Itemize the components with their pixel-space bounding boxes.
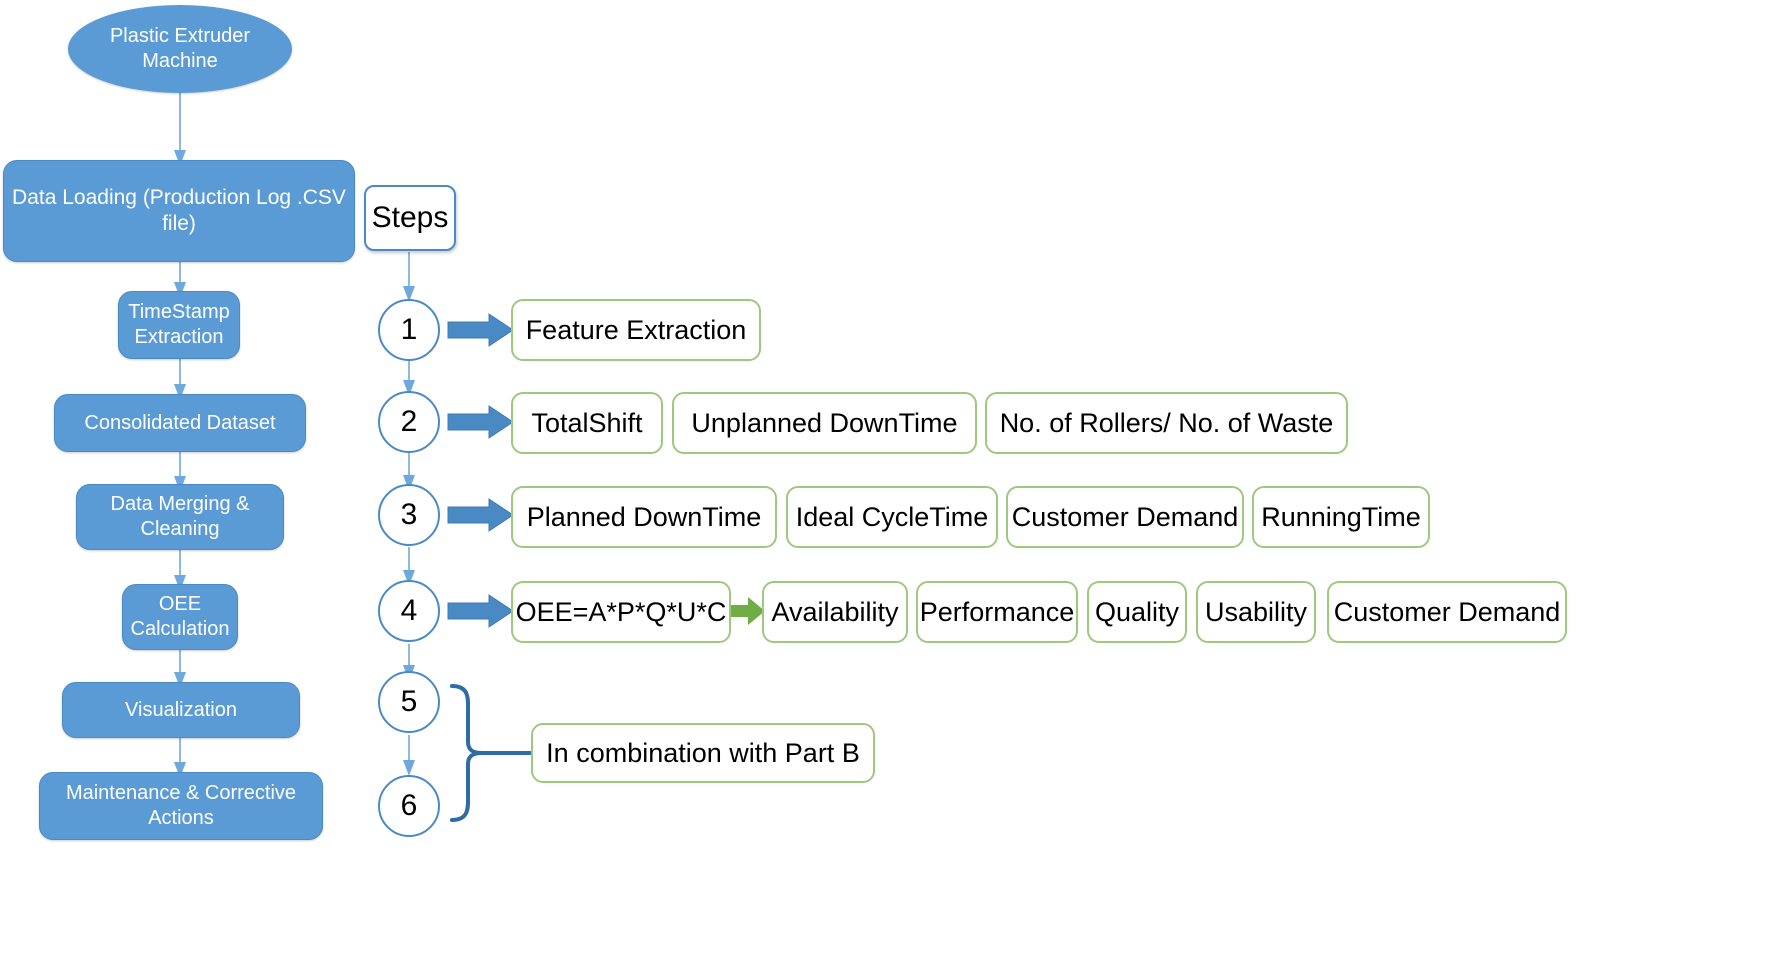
item-usability[interactable]: Usability	[1196, 581, 1316, 643]
item-label: RunningTime	[1261, 501, 1421, 532]
node-label-line1: TimeStamp	[128, 301, 230, 323]
item-ideal-cycletime[interactable]: Ideal CycleTime	[786, 486, 998, 548]
node-visualization[interactable]: Visualization	[62, 682, 300, 738]
item-feature-extraction[interactable]: Feature Extraction	[511, 299, 761, 361]
item-customer-demand-step4[interactable]: Customer Demand	[1327, 581, 1567, 643]
node-label-line1: Data Merging &	[110, 493, 250, 515]
item-unplanned-downtime[interactable]: Unplanned DownTime	[672, 392, 977, 454]
node-label-line1: Plastic Extruder	[109, 25, 251, 47]
node-maintenance-corrective-actions[interactable]: Maintenance & Corrective Actions	[39, 772, 323, 840]
step-number: 3	[400, 498, 418, 531]
brace-connector	[450, 684, 532, 822]
item-label: Planned DownTime	[526, 501, 762, 532]
steps-card-label: Steps	[371, 201, 449, 234]
node-label-stack: Maintenance & Corrective Actions	[66, 781, 296, 831]
item-label: Performance	[919, 596, 1075, 627]
node-consolidated-dataset[interactable]: Consolidated Dataset	[54, 394, 306, 452]
node-label: Data Loading (Production Log .CSV file)	[12, 185, 346, 235]
item-label: Availability	[771, 596, 899, 627]
node-label-line2: Calculation	[130, 618, 230, 640]
item-label: OEE=A*P*Q*U*C	[515, 596, 727, 627]
node-label-line2: Extraction	[134, 326, 224, 348]
oee-green-arrow	[731, 597, 765, 625]
node-label-stack: Data Merging & Cleaning	[111, 492, 250, 542]
node-data-merging-cleaning[interactable]: Data Merging & Cleaning	[76, 484, 284, 550]
item-label: Quality	[1094, 596, 1180, 627]
step-circle-6[interactable]: 6	[378, 775, 440, 837]
item-availability[interactable]: Availability	[762, 581, 908, 643]
node-label-line2: Cleaning	[140, 518, 220, 540]
step-circle-5[interactable]: 5	[378, 671, 440, 733]
item-customer-demand[interactable]: Customer Demand	[1006, 486, 1244, 548]
item-in-combination-part-b[interactable]: In combination with Part B	[531, 723, 875, 783]
node-label-stack: Plastic Extruder Machine	[110, 24, 250, 74]
item-label: Feature Extraction	[525, 314, 747, 345]
item-label: In combination with Part B	[546, 737, 860, 768]
node-label-stack: TimeStamp Extraction	[128, 300, 230, 350]
step-number: 2	[400, 405, 418, 438]
step-block-arrows	[447, 313, 514, 628]
item-label: No. of Rollers/ No. of Waste	[999, 407, 1334, 438]
node-label-line2: Machine	[142, 50, 218, 72]
node-data-loading[interactable]: Data Loading (Production Log .CSV file)	[3, 160, 355, 262]
item-label: Ideal CycleTime	[795, 501, 989, 532]
item-label: Customer Demand	[1011, 501, 1239, 532]
item-rollers-waste[interactable]: No. of Rollers/ No. of Waste	[985, 392, 1348, 454]
step-circle-2[interactable]: 2	[378, 391, 440, 453]
step-circle-4[interactable]: 4	[378, 580, 440, 642]
item-total-shift[interactable]: TotalShift	[511, 392, 663, 454]
node-label: Visualization	[125, 698, 237, 721]
item-label: Unplanned DownTime	[691, 407, 958, 438]
item-quality[interactable]: Quality	[1087, 581, 1187, 643]
step-number: 4	[400, 594, 418, 627]
node-label-line2: Actions	[148, 807, 214, 829]
item-label: Customer Demand	[1333, 596, 1561, 627]
step-number: 5	[400, 685, 418, 718]
node-label: Consolidated Dataset	[84, 411, 276, 434]
step-circle-3[interactable]: 3	[378, 484, 440, 546]
step-number: 6	[400, 789, 418, 822]
node-oee-calculation[interactable]: OEE Calculation	[122, 584, 238, 650]
node-timestamp-extraction[interactable]: TimeStamp Extraction	[118, 291, 240, 359]
node-label-line1: OEE	[158, 593, 202, 615]
item-label: Usability	[1204, 596, 1308, 627]
node-plastic-extruder-machine[interactable]: Plastic Extruder Machine	[68, 5, 292, 93]
step-number: 1	[400, 313, 418, 346]
node-label-stack: OEE Calculation	[131, 592, 230, 642]
item-planned-downtime[interactable]: Planned DownTime	[511, 486, 777, 548]
item-label: TotalShift	[531, 407, 643, 438]
step-circle-1[interactable]: 1	[378, 299, 440, 361]
node-label-line1: Maintenance & Corrective	[65, 782, 297, 804]
item-performance[interactable]: Performance	[916, 581, 1078, 643]
steps-card[interactable]: Steps	[364, 185, 456, 251]
item-oee-formula[interactable]: OEE=A*P*Q*U*C	[511, 581, 731, 643]
item-running-time[interactable]: RunningTime	[1252, 486, 1430, 548]
